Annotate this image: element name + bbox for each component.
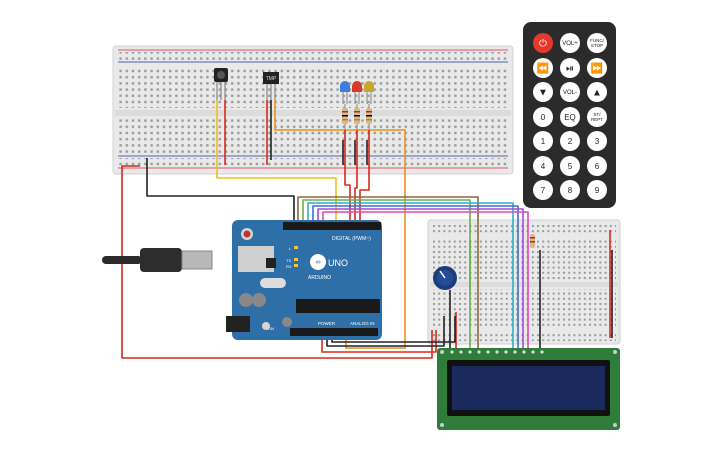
remote-button-label: EQ (564, 113, 576, 122)
led-resistors[interactable] (342, 104, 372, 130)
led-blue[interactable] (340, 81, 350, 104)
usb-cable (102, 248, 213, 272)
remote-button-label: 2 (568, 137, 573, 146)
led-red[interactable] (352, 81, 362, 104)
remote-button-0[interactable]: 0 (533, 107, 553, 127)
remote-button-3[interactable]: 3 (587, 131, 607, 151)
up-icon: ▲ (592, 88, 602, 99)
brand-label: ARDUINO (308, 275, 331, 281)
remote-up-button[interactable]: ▲ (587, 82, 607, 102)
remote-button-1[interactable]: 1 (533, 131, 553, 151)
led-tx-label: TX (286, 258, 291, 263)
remote-down-button[interactable]: ▼ (533, 82, 553, 102)
top-terminal-strip (118, 68, 508, 108)
power-icon: ⏻ (539, 39, 547, 50)
lcd-display[interactable] (437, 348, 620, 430)
digital-header[interactable] (283, 222, 381, 230)
remote-button-label: REPT (591, 117, 603, 122)
led-l-label: L (289, 246, 292, 251)
remote-button-label: 3 (595, 137, 600, 146)
remote-button-vol[interactable]: VOL- (560, 82, 580, 102)
arduino-logo-icon (310, 254, 326, 270)
remote-button-label: 0 (541, 113, 546, 122)
remote-button-7[interactable]: 7 (533, 180, 553, 200)
remote-button-st-rept[interactable]: ST/REPT (587, 107, 607, 127)
remote-rewind-button[interactable]: ⏪ (533, 58, 553, 78)
remote-button-5[interactable]: 5 (560, 156, 580, 176)
fast-forward-icon: ⏩ (591, 62, 603, 75)
remote-button-label: 7 (541, 186, 546, 195)
remote-button-label: STOP (591, 43, 603, 48)
svg-text:∞: ∞ (316, 259, 321, 266)
remote-button-9[interactable]: 9 (587, 180, 607, 200)
analog-label: ANALOG IN (350, 321, 375, 326)
bottom-power-rail (118, 158, 508, 166)
down-icon: ▼ (538, 88, 548, 99)
remote-button-eq[interactable]: EQ (560, 107, 580, 127)
remote-power-button[interactable]: ⏻ (533, 33, 553, 53)
remote-button-label: 1 (541, 137, 546, 146)
remote-play-pause-button[interactable]: ⏯ (560, 58, 580, 78)
microcontroller-chip (296, 299, 380, 313)
potentiometer[interactable] (433, 266, 457, 290)
wires[interactable] (121, 100, 613, 359)
ir-receiver[interactable] (214, 68, 228, 100)
power-label: POWER (318, 321, 336, 326)
top-power-rail (118, 52, 508, 60)
led-yellow[interactable] (364, 81, 374, 104)
small-breadboard (427, 219, 621, 345)
bottom-terminal-strip (118, 118, 508, 154)
model-label: UNO (328, 258, 348, 268)
remote-button-label: 6 (595, 162, 600, 171)
remote-button-label: 5 (568, 162, 573, 171)
rewind-icon: ⏪ (537, 62, 549, 75)
remote-fast-forward-button[interactable]: ⏩ (587, 58, 607, 78)
digital-label: DIGITAL (PWM~) (332, 236, 371, 242)
temp-sensor-label: TMP (266, 76, 277, 82)
remote-button-label: ST/ (593, 112, 601, 117)
remote-button-label: 9 (595, 186, 600, 195)
lcd-pins[interactable] (450, 350, 544, 354)
remote-button-vol[interactable]: VOL+ (560, 33, 580, 53)
remote-button-label: VOL+ (562, 41, 578, 47)
remote-button-func-stop[interactable]: FUNC/STOP (587, 33, 607, 53)
main-breadboard (112, 45, 514, 175)
analog-power-header[interactable] (290, 328, 378, 336)
temperature-sensor[interactable]: TMP (263, 72, 279, 100)
remote-button-label: FUNC/ (590, 38, 604, 43)
remote-button-label: 8 (568, 186, 573, 195)
lcd-resistor[interactable] (530, 234, 535, 248)
play-pause-icon: ⏯ (566, 64, 574, 75)
remote-button-2[interactable]: 2 (560, 131, 580, 151)
on-label: ON (268, 326, 274, 331)
ir-remote[interactable]: ⏻ VOL+ FUNC/STOP ⏪ ⏯ ⏩ ▼ VOL- ▲ 0 EQ ST/REPT 1 2 3 4 5 6 7… (523, 22, 616, 208)
remote-button-6[interactable]: 6 (587, 156, 607, 176)
remote-button-8[interactable]: 8 (560, 180, 580, 200)
remote-button-label: VOL- (563, 90, 577, 96)
remote-button-4[interactable]: 4 (533, 156, 553, 176)
remote-button-label: 4 (541, 162, 546, 171)
arduino-uno[interactable]: DIGITAL (PWM~) POWER ANALOG IN L TX RX ∞… (226, 220, 382, 340)
led-rx-label: RX (286, 264, 292, 269)
